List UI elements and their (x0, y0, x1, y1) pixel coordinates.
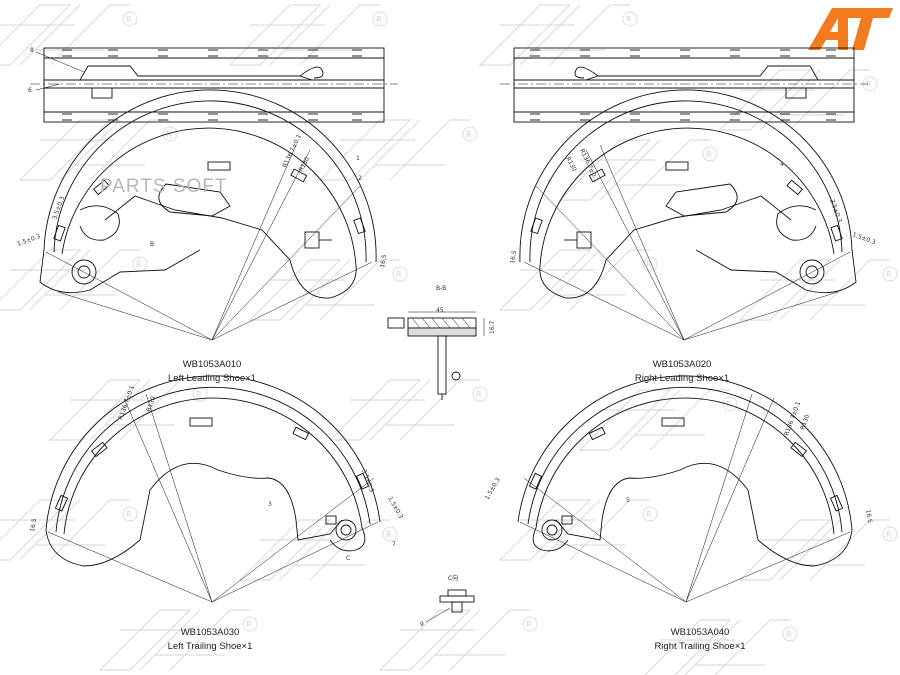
dim-radius-b-2: R130 (564, 156, 578, 173)
section-label: B-B (436, 285, 446, 292)
watermark-text: PARTS SOFT (100, 176, 228, 197)
detail-label: C向 (448, 574, 458, 582)
detail-c-view (425, 589, 475, 623)
dim-thickness-b: 16.5 (509, 250, 518, 265)
dim-thickness-c: 16.5 (29, 518, 38, 533)
shoe-left-trailing (45, 375, 381, 603)
brand-logo (808, 8, 893, 50)
dim-width: 45 (436, 307, 444, 314)
caption-left-trailing: WB1053A030 Left Trailing Shoe×1 (135, 626, 285, 654)
caption-description: Left Leading Shoe×1 (168, 373, 256, 384)
shoe-left-leading (39, 89, 377, 341)
shoe-right-trailing (517, 375, 853, 603)
callout-4: 4 (780, 161, 784, 168)
shoe-right-leading (519, 89, 857, 341)
callout-5: 5 (626, 497, 630, 504)
dim-thickness-a: 16.5 (379, 254, 388, 269)
dim-gap-d: 1.5±0.3 (484, 476, 502, 501)
dim-radius-a-4: R136.7±0.1 (783, 400, 802, 436)
caption-description: Right Leading Shoe×1 (634, 373, 730, 384)
callout-c: C (346, 555, 350, 562)
caption-part-number: WB1053A010 (182, 359, 242, 370)
dim-radius-b-4: R130 (799, 413, 811, 430)
callout-9: 9 (420, 621, 424, 628)
caption-description: Right Trailing Shoe×1 (654, 641, 746, 652)
dim-gap-b: 1.5±0.3 (851, 231, 876, 246)
caption-left-leading: WB1053A010 Left Leading Shoe×1 (137, 358, 287, 386)
caption-part-number: WB1053A030 (180, 627, 240, 638)
callout-b: B (150, 241, 154, 248)
caption-right-leading: WB1053A020 Right Leading Shoe×1 (607, 358, 757, 386)
caption-part-number: WB1053A020 (652, 359, 712, 370)
callout-3: 3 (268, 501, 272, 508)
dim-height: 16.7 (489, 320, 496, 334)
side-view-left (30, 47, 398, 123)
dim-gap-a: 1.5±0.3 (16, 233, 41, 248)
caption-description: Left Trailing Shoe×1 (167, 641, 253, 652)
callout-1: 1 (356, 155, 360, 162)
dim-radius-a-3: R136.7±0.1 (117, 384, 136, 420)
dim-gap-c: 1.5±0.3 (386, 496, 404, 521)
callout-2: 2 (358, 175, 362, 182)
callout-6: 6 (28, 87, 32, 94)
caption-part-number: WB1053A040 (670, 627, 730, 638)
caption-right-trailing: WB1053A040 Right Trailing Shoe×1 (625, 626, 775, 654)
dim-gap2-b: 3.5±0.3 (828, 198, 843, 223)
dim-radius-b: R130 (298, 156, 312, 173)
dim-thickness-d: 16.5 (864, 509, 873, 524)
callout-8: 8 (30, 47, 34, 54)
dim-radius-b-3: R130 (145, 395, 157, 412)
section-b-b (387, 311, 485, 400)
callout-7: 7 (392, 541, 396, 548)
side-view-right (500, 47, 868, 123)
dim-gap2-c: 3.5±0.3 (360, 468, 375, 493)
